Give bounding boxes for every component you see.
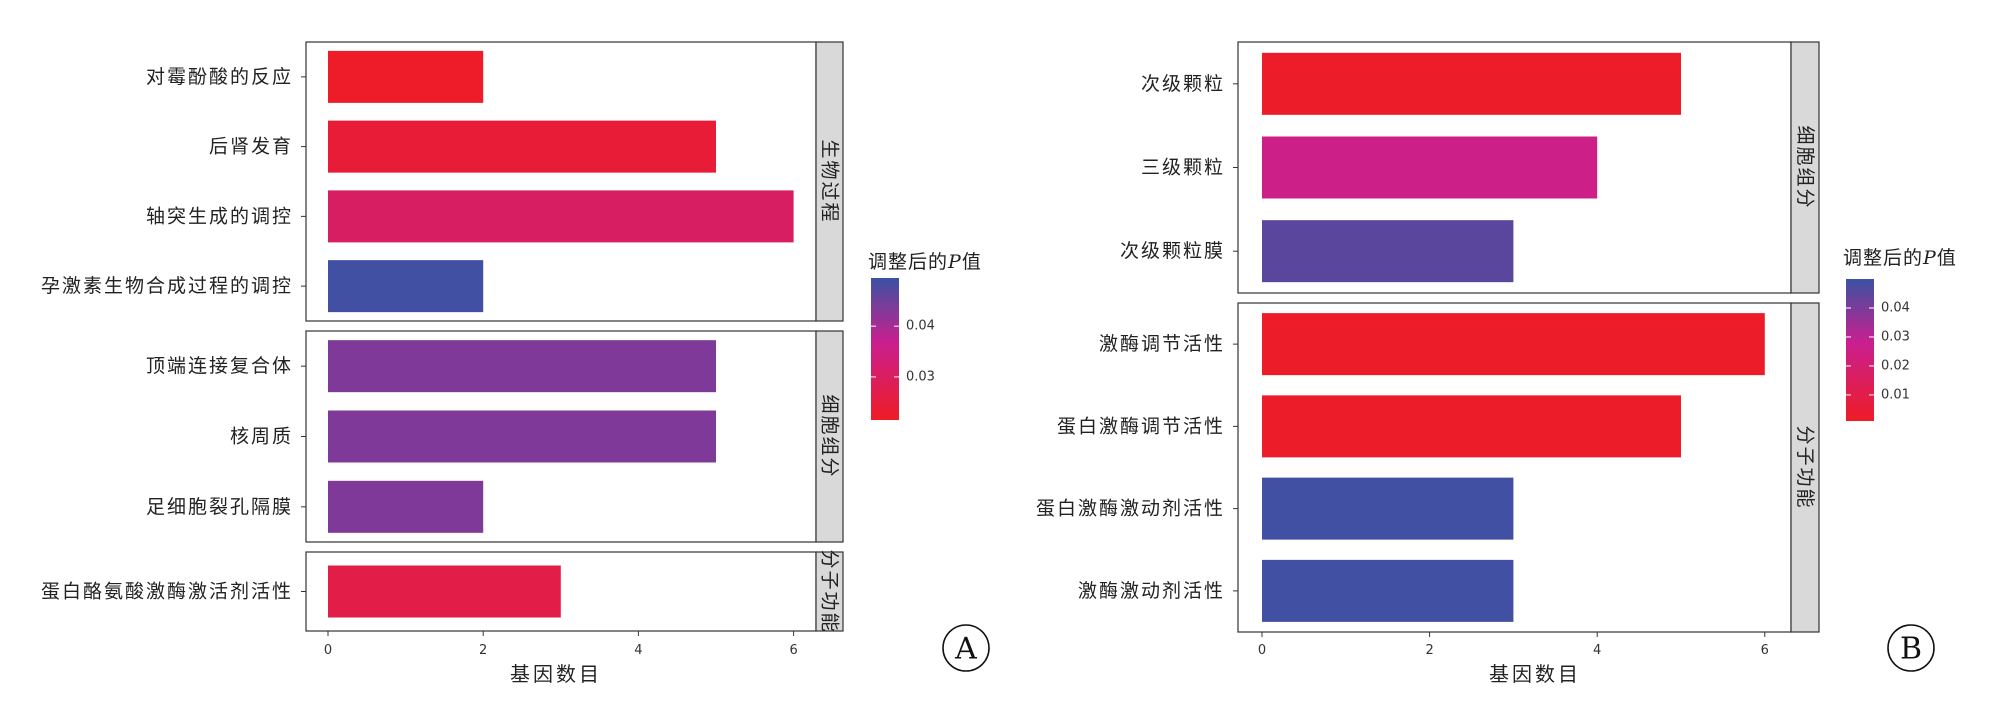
- y-category-label: 孕激素生物合成过程的调控: [41, 275, 293, 297]
- facet-strip: [1790, 41, 1820, 294]
- legend-colorbar: [1846, 279, 1874, 421]
- y-category-label: 后肾发育: [209, 136, 293, 158]
- bar: [1262, 136, 1598, 199]
- panel-label: A: [954, 632, 977, 667]
- panel-label-circle: [1887, 624, 1935, 672]
- bar: [1262, 395, 1681, 458]
- facet-strip-label: 生物过程: [819, 139, 841, 223]
- bar: [328, 480, 484, 533]
- bar: [328, 340, 716, 393]
- bar: [328, 565, 561, 618]
- bar: [328, 260, 484, 313]
- facet-strip: [815, 41, 844, 322]
- y-category-label: 次级颗粒: [1141, 73, 1225, 95]
- x-tick-label: 4: [634, 643, 642, 658]
- y-category-label: 三级颗粒: [1141, 157, 1225, 179]
- y-category-label: 次级颗粒膜: [1120, 240, 1225, 262]
- panel-label: B: [1900, 632, 1922, 667]
- x-tick-label: 6: [1761, 643, 1769, 658]
- bar: [1262, 559, 1514, 622]
- bar: [1262, 477, 1514, 540]
- bar: [1262, 313, 1765, 376]
- facet-strip-label: 分子功能: [819, 549, 841, 633]
- y-category-label: 蛋白激酶调节活性: [1057, 415, 1225, 437]
- facet-strip-label: 细胞组分: [1794, 125, 1816, 209]
- legend-colorbar: [871, 278, 899, 420]
- bar: [328, 190, 794, 243]
- y-category-label: 核周质: [230, 426, 293, 448]
- facet-strip-label: 分子功能: [1794, 425, 1816, 509]
- y-category-label: 蛋白激酶激动剂活性: [1036, 498, 1225, 520]
- y-category-label: 对霉酚酸的反应: [146, 66, 293, 88]
- bar: [328, 410, 716, 463]
- legend-title: 调整后的P值: [868, 251, 982, 273]
- x-axis-title: 基因数目: [510, 662, 602, 686]
- legend-tick-label: 0.04: [906, 319, 935, 334]
- y-category-label: 足细胞裂孔隔膜: [146, 496, 293, 518]
- facet-strip-label: 细胞组分: [819, 394, 841, 478]
- y-category-label: 激酶激动剂活性: [1078, 580, 1225, 602]
- x-tick-label: 2: [1425, 643, 1433, 658]
- x-tick-label: 0: [324, 643, 332, 658]
- bar: [328, 120, 716, 173]
- y-category-label: 轴突生成的调控: [146, 205, 293, 227]
- legend-tick-label: 0.03: [1881, 329, 1910, 344]
- y-category-label: 蛋白酪氨酸激酶激活剂活性: [41, 581, 293, 603]
- x-tick-label: 6: [789, 643, 797, 658]
- bar: [1262, 52, 1681, 115]
- panel-label-circle: [942, 624, 990, 672]
- x-tick-label: 2: [479, 643, 487, 658]
- legend-tick-label: 0.03: [906, 369, 935, 384]
- facet-strip: [815, 330, 844, 543]
- facet-strip: [1790, 302, 1820, 633]
- x-tick-label: 0: [1258, 643, 1266, 658]
- legend-tick-label: 0.04: [1881, 300, 1910, 315]
- legend-tick-label: 0.01: [1881, 387, 1910, 402]
- x-tick-label: 4: [1593, 643, 1601, 658]
- y-category-label: 激酶调节活性: [1099, 333, 1225, 355]
- x-axis-title: 基因数目: [1489, 662, 1581, 686]
- legend-tick-label: 0.02: [1881, 358, 1910, 373]
- bar: [328, 50, 484, 103]
- legend-title: 调整后的P值: [1843, 247, 1957, 269]
- bar: [1262, 220, 1514, 283]
- facet-strip: [815, 551, 844, 632]
- y-category-label: 顶端连接复合体: [146, 355, 293, 377]
